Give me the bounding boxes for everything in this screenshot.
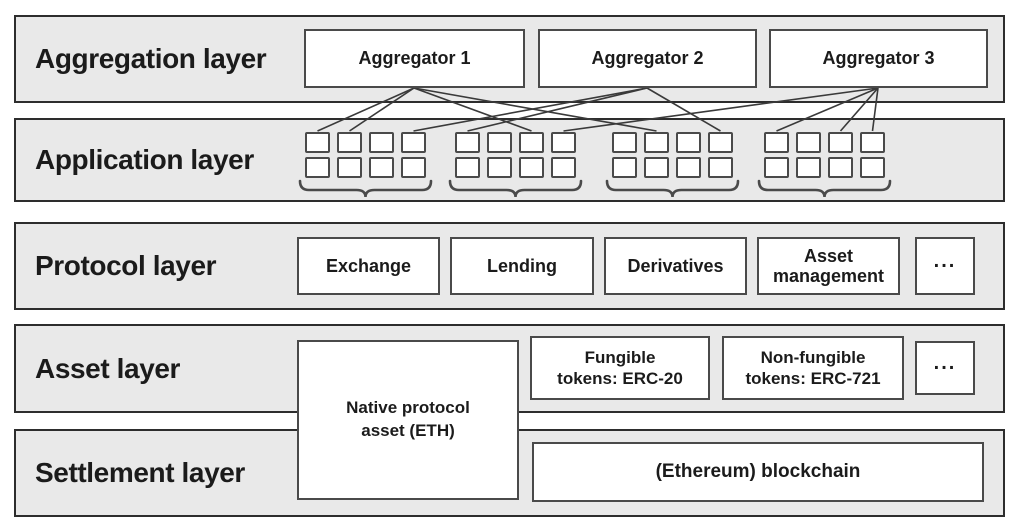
fungible-tokens-line1: Fungible [584,347,656,367]
aggregator-1-box: Aggregator 1 [304,29,525,88]
application-square [455,157,480,178]
protocol-layer-label: Protocol layer [35,250,217,281]
protocol-box-asset-management-line1: Asset [803,245,854,266]
application-square [708,157,733,178]
application-square [401,157,426,178]
application-square [644,132,669,153]
protocol-box-asset-management: Asset management [757,237,900,295]
application-square [305,132,330,153]
aggregation-layer-label: Aggregation layer [35,43,267,74]
application-layer-label: Application layer [35,144,254,175]
asset-layer-label: Asset layer [35,352,181,384]
protocol-box-asset-management-line2: management [772,266,885,286]
application-square [644,157,669,178]
protocol-box-lending: Lending [450,237,594,295]
nonfungible-tokens-line1: Non-fungible [760,347,866,367]
application-square [487,157,512,178]
application-square [305,157,330,178]
application-square [369,157,394,178]
application-square [708,132,733,153]
asset-box-nonfungible-erc721: Non-fungible tokens: ERC-721 [722,336,904,400]
application-square [519,157,544,178]
application-square [551,157,576,178]
application-square [764,132,789,153]
aggregator-3-label: Aggregator 3 [822,48,935,68]
protocol-box-derivatives: Derivatives [604,237,747,295]
protocol-box-derivatives-label: Derivatives [627,255,724,276]
application-square [487,132,512,153]
protocol-box-ellipsis: ... [915,237,975,295]
application-square [337,157,362,178]
application-square [519,132,544,153]
application-square [455,132,480,153]
protocol-box-exchange-label: Exchange [325,255,412,276]
application-square [796,157,821,178]
aggregator-2-box: Aggregator 2 [538,29,757,88]
protocol-box-lending-label: Lending [487,255,557,276]
nonfungible-tokens-line2: tokens: ERC-721 [745,369,881,388]
application-square [612,132,637,153]
asset-box-ellipsis: ... [915,341,975,395]
application-square [764,157,789,178]
application-square [337,132,362,153]
native-protocol-asset-box: Native protocol asset (ETH) [297,340,519,500]
aggregator-1-label: Aggregator 1 [358,48,471,68]
application-square [551,132,576,153]
settlement-layer-label: Settlement layer [35,457,245,488]
application-square [612,157,637,178]
ethereum-blockchain-box: (Ethereum) blockchain [532,442,984,502]
application-square [369,132,394,153]
application-square [676,132,701,153]
application-square [828,157,853,178]
fungible-tokens-line2: tokens: ERC-20 [557,369,683,388]
aggregator-3-box: Aggregator 3 [769,29,988,88]
application-square [860,132,885,153]
application-square [860,157,885,178]
native-asset-line1: Native protocol [346,398,470,418]
aggregator-2-label: Aggregator 2 [591,48,704,68]
application-square [676,157,701,178]
native-asset-line2: asset (ETH) [361,421,455,440]
protocol-ellipsis-label: ... [933,249,957,272]
protocol-box-exchange: Exchange [297,237,440,295]
ethereum-blockchain-label: (Ethereum) blockchain [655,461,861,482]
application-square [828,132,853,153]
application-square [796,132,821,153]
asset-box-fungible-erc20: Fungible tokens: ERC-20 [530,336,710,400]
asset-ellipsis-label: ... [933,351,957,374]
application-square [401,132,426,153]
